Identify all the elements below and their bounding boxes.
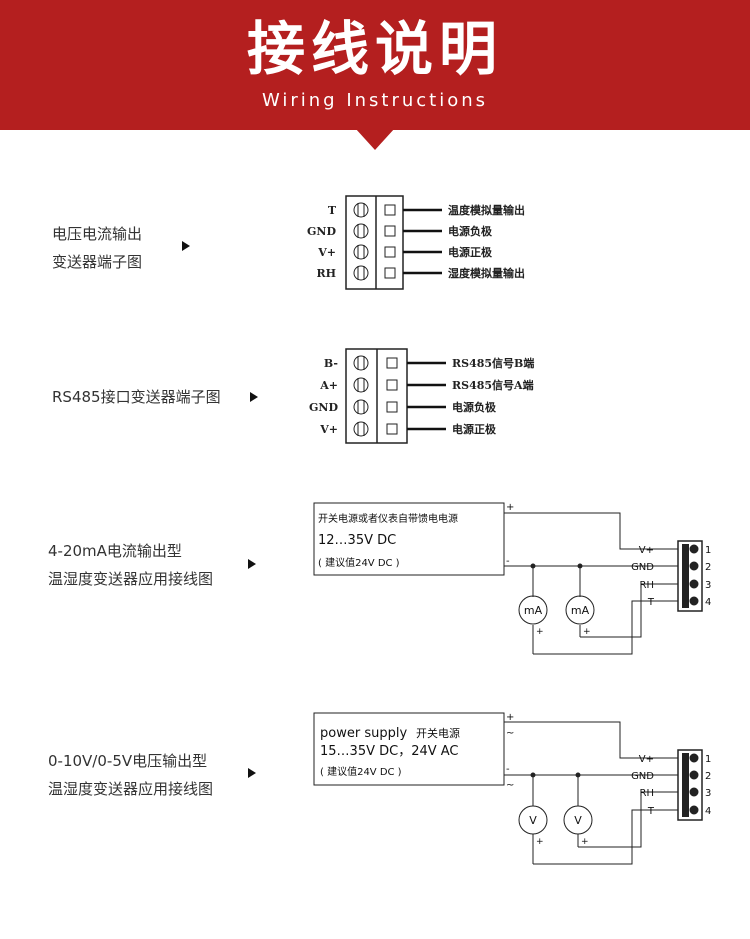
terminal-number: 4 [705, 806, 711, 817]
screw-icon [353, 421, 369, 437]
pin-label: B- [324, 357, 338, 370]
terminal-number: 2 [705, 771, 711, 782]
page-title: 接线说明 [246, 15, 503, 83]
signal-label: 温度模拟量输出 [448, 203, 525, 217]
pin-label: GND [309, 401, 338, 414]
meter-label: mA [524, 604, 543, 617]
supply-desc: power supply [320, 726, 407, 741]
plus-sign: + [506, 712, 514, 723]
power-supply-box [313, 502, 505, 576]
minus-sign: - [506, 764, 510, 775]
meter-label: V [574, 814, 582, 827]
section2-arrow-icon [250, 392, 258, 402]
section1-label-line1: 电压电流输出 [52, 225, 143, 243]
section1-label-line2: 变送器端子图 [52, 253, 143, 271]
pin-label: V+ [317, 246, 336, 259]
pin-label: T [328, 204, 337, 217]
screw-icon [353, 223, 369, 239]
plus-sign: + [506, 502, 514, 513]
terminal-label: T [647, 597, 655, 608]
section4-label-line1: 0-10V/0-5V电压输出型 [48, 752, 208, 770]
ammeter-icon [518, 595, 548, 625]
signal-label: 电源负极 [448, 224, 493, 238]
signal-label: 电源正极 [452, 422, 497, 436]
signal-label: 电源负极 [452, 400, 497, 414]
terminal-number: 3 [705, 788, 711, 799]
terminal-number: 2 [705, 562, 711, 573]
meter-label: V [529, 814, 537, 827]
terminal-label: GND [631, 562, 654, 573]
section3-label-line1: 4-20mA电流输出型 [48, 542, 182, 560]
power-supply-box [313, 712, 505, 786]
screw-icon [353, 399, 369, 415]
supply-voltage: 15…35V DC，24V AC [320, 744, 459, 759]
meter-plus: + [536, 837, 544, 847]
terminal-number: 4 [705, 597, 711, 608]
terminal-number: 1 [705, 754, 711, 765]
terminal-block-rs485: B- A+ GND V+ RS485信号B端 RS485信号A端 电源负极 电源… [309, 348, 534, 444]
terminal-label: RH [640, 580, 654, 591]
wiring-diagram-voltage [313, 712, 703, 865]
meter-plus: + [581, 837, 589, 847]
section4-label-line2: 温湿度变送器应用接线图 [48, 780, 214, 798]
supply-voltage: 12…35V DC [318, 533, 396, 548]
terminal-label: GND [631, 771, 654, 782]
wiring-diagram-current [313, 502, 703, 655]
terminal-block-analog: T GND V+ RH 温度模拟量输出 电源负极 电源正极 湿度模拟量输出 [307, 195, 525, 290]
ac-sign: ~ [506, 728, 514, 739]
screw-icon [353, 244, 369, 260]
supply-recommendation: ( 建议值24V DC ) [318, 556, 400, 569]
pin-label: A+ [319, 379, 338, 392]
screw-icon [353, 265, 369, 281]
voltmeter-icon [563, 805, 593, 835]
screw-icon [353, 202, 369, 218]
terminal-label: T [647, 806, 655, 817]
pin-label: RH [316, 267, 336, 280]
meter-label: mA [571, 604, 590, 617]
section2-label: RS485接口变送器端子图 [52, 388, 221, 406]
signal-label: RS485信号B端 [452, 356, 534, 370]
ac-sign: ~ [506, 780, 514, 791]
screw-icon [353, 377, 369, 393]
minus-sign: - [506, 556, 510, 567]
signal-label: RS485信号A端 [452, 378, 534, 392]
supply-recommendation: ( 建议值24V DC ) [320, 765, 402, 778]
header-banner [0, 0, 750, 130]
section3-arrow-icon [248, 559, 256, 569]
ammeter-icon [565, 595, 595, 625]
terminal-number: 3 [705, 580, 711, 591]
screw-icon [353, 355, 369, 371]
pin-label: V+ [319, 423, 338, 436]
header-notch [355, 128, 395, 150]
pin-label: GND [307, 225, 336, 238]
voltmeter-icon [518, 805, 548, 835]
page-subtitle: Wiring Instructions [261, 90, 489, 111]
supply-desc: 开关电源或者仪表自带馈电电源 [318, 512, 458, 525]
terminal-label: RH [640, 788, 654, 799]
meter-plus: + [583, 627, 591, 637]
signal-label: 电源正极 [448, 245, 493, 259]
terminal-label: V+ [639, 545, 654, 556]
terminal-label: V+ [639, 754, 654, 765]
section1-arrow-icon [182, 241, 190, 251]
supply-desc-cn: 开关电源 [416, 726, 460, 740]
section4-arrow-icon [248, 768, 256, 778]
signal-label: 湿度模拟量输出 [448, 266, 525, 280]
terminal-number: 1 [705, 545, 711, 556]
section3-label-line2: 温湿度变送器应用接线图 [48, 570, 214, 588]
meter-plus: + [536, 627, 544, 637]
